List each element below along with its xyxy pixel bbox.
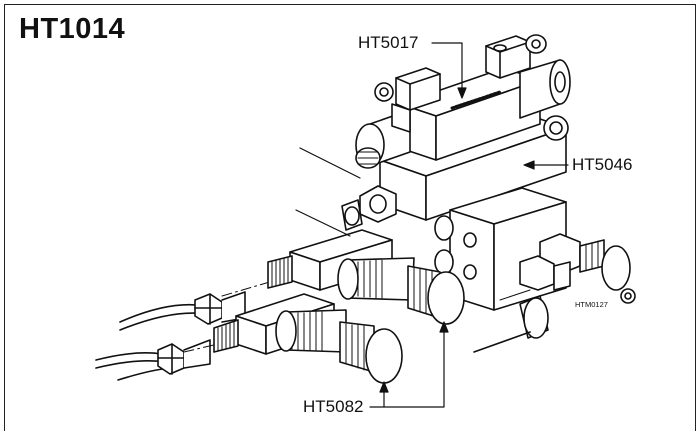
solenoid-valve [355, 34, 571, 169]
hose-fittings [157, 291, 246, 375]
callout-label-relief-valves: HT5082 [303, 397, 364, 416]
hose-lines [95, 303, 208, 381]
background-lines [295, 147, 361, 237]
diagram-title: HT1014 [19, 13, 126, 45]
right-couplings [473, 233, 636, 353]
relief-valve-upper [337, 257, 465, 325]
frame-open-bottom [4, 431, 696, 433]
callout-leaders [369, 42, 569, 408]
relief-valve-lower [275, 309, 403, 384]
drawing-code-label: HTM0127 [575, 300, 608, 309]
callout-label-top-valve: HT5017 [358, 33, 419, 52]
callout-label-manifold: HT5046 [572, 155, 633, 174]
